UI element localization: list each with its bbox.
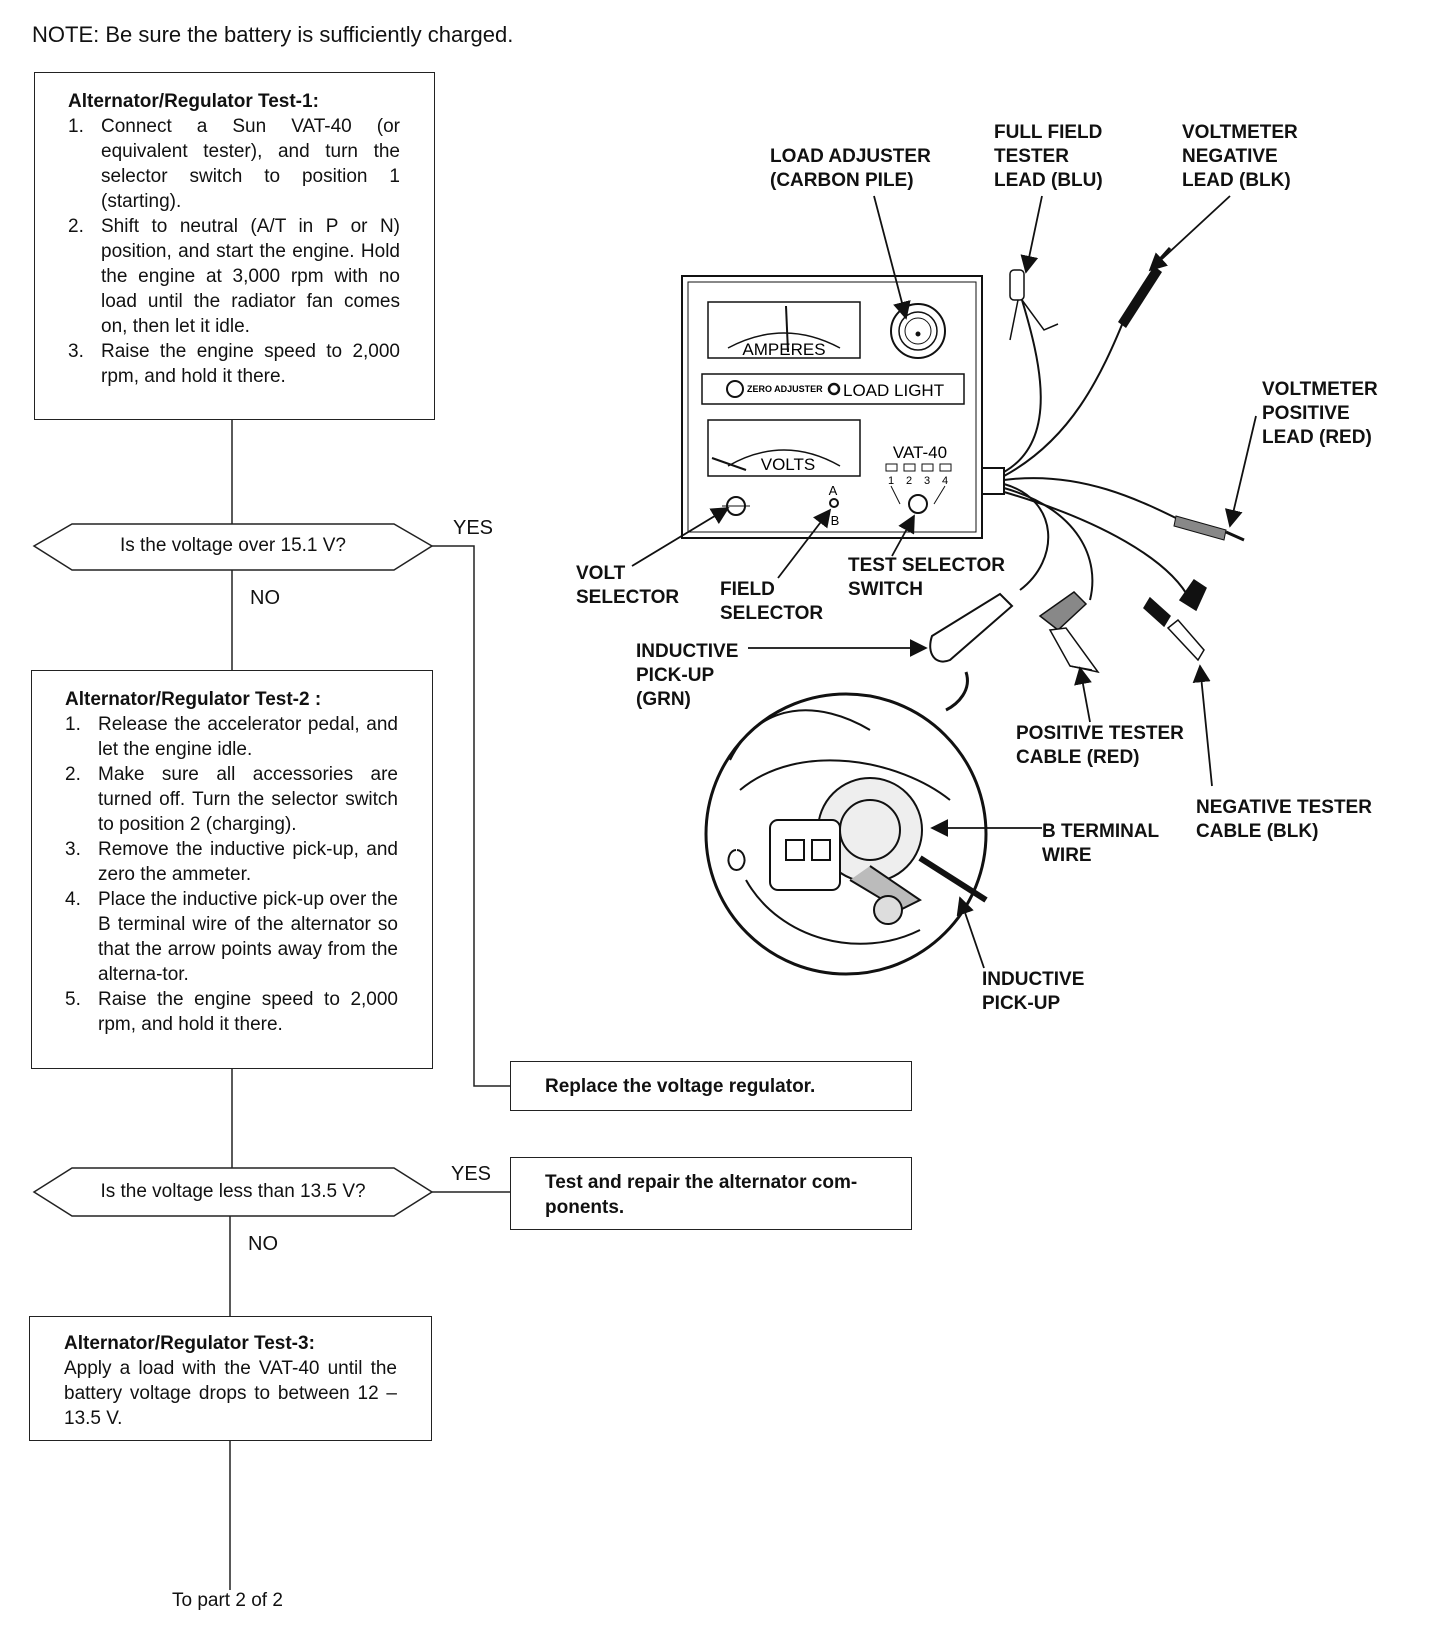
test-selector: VAT-40 1 2 3 4 (885, 443, 952, 514)
field-a-label: A (829, 483, 838, 498)
volt-neg-clip (1118, 247, 1172, 328)
field-selector-label: FIELD SELECTOR (720, 579, 824, 624)
test2-step: 3.Remove the inductive pick-up, and zero… (65, 839, 398, 885)
zero-adjuster-label: ZERO ADJUSTER (747, 384, 823, 394)
test1-box: Alternator/Regulator Test-1: 1.Connect a… (34, 72, 435, 420)
alternator-detail-inset (704, 671, 988, 976)
test2-title: Alternator/Regulator Test-2 : (65, 689, 322, 710)
test2-step: 2.Make sure all accessories are turned o… (65, 764, 398, 835)
load-adjuster-label: LOAD ADJUSTER (CARBON PILE) (770, 146, 931, 191)
positive-clamp (1038, 591, 1100, 674)
load-light-label: LOAD LIGHT (843, 381, 944, 400)
battery-note: NOTE: Be sure the battery is sufficientl… (32, 22, 514, 47)
volt-pos-lead-label: VOLTMETER POSITIVE LEAD (RED) (1262, 379, 1378, 448)
position-3: 3 (924, 475, 930, 487)
decision1-yes: YES (453, 517, 494, 539)
continuation-note: To part 2 of 2 (172, 1590, 283, 1611)
full-field-lead-label: FULL FIELD TESTER LEAD (BLU) (994, 122, 1103, 191)
model-label: VAT-40 (893, 443, 947, 462)
field-selector-switch: A B (829, 483, 840, 528)
test-selector-label: TEST SELECTOR SWITCH (848, 555, 1005, 600)
b-terminal-label: B TERMINAL WIRE (1042, 821, 1160, 866)
repair-alternator-box: Test and repair the alternator com-ponen… (510, 1157, 912, 1230)
negative-cable-label: NEGATIVE TESTER CABLE (BLK) (1196, 797, 1372, 842)
negative-clamp (1143, 578, 1207, 662)
position-1: 1 (888, 475, 894, 487)
volt-pos-clip (1173, 515, 1245, 542)
inductive-pickup-grn (929, 592, 1014, 663)
volt-selector-label: VOLT SELECTOR (576, 563, 680, 608)
ammeter: AMPERES (707, 301, 861, 359)
volt-selector-knob (722, 496, 750, 516)
replace-regulator-text: Replace the voltage regulator. (545, 1076, 816, 1097)
test3-title: Alternator/Regulator Test-3: (64, 1333, 315, 1354)
inductive-pickup-label: INDUCTIVE PICK-UP (982, 969, 1085, 1014)
decision2-yes: YES (451, 1163, 492, 1185)
volt-neg-lead-label: VOLTMETER NEGATIVE LEAD (BLK) (1182, 122, 1298, 191)
inductive-grn-label: INDUCTIVE PICK-UP (GRN) (636, 641, 739, 710)
zero-load-panel: ZERO ADJUSTER LOAD LIGHT (701, 373, 965, 405)
tester-cables (1003, 299, 1191, 601)
test1-title: Alternator/Regulator Test-1: (68, 91, 319, 112)
test3-text: Apply a load with the VAT-40 until the b… (64, 1358, 397, 1429)
decision2-no: NO (248, 1233, 278, 1255)
test2-step: 1.Release the accelerator pedal, and let… (65, 714, 398, 760)
cable-connector (981, 467, 1005, 495)
decision1-question: Is the voltage over 15.1 V? (119, 535, 347, 556)
field-b-label: B (831, 513, 840, 528)
test2-box: Alternator/Regulator Test-2 : 1.Release … (31, 670, 433, 1069)
replace-regulator-box: Replace the voltage regulator. (510, 1061, 912, 1111)
test1-step: 3.Raise the engine speed to 2,000 rpm, a… (68, 341, 400, 387)
callout-arrows (631, 195, 1257, 969)
test3-box: Alternator/Regulator Test-3: Apply a loa… (29, 1316, 432, 1441)
position-2: 2 (906, 475, 912, 487)
full-field-lead-plug (1009, 269, 1059, 341)
test1-step: 1.Connect a Sun VAT-40 (or equivalent te… (68, 116, 400, 212)
ammeter-label: AMPERES (742, 340, 825, 359)
decision2-question: Is the voltage less than 13.5 V? (100, 1181, 366, 1202)
test2-step: 4.Place the inductive pick-up over the B… (65, 889, 398, 985)
position-4: 4 (942, 475, 948, 487)
voltmeter: VOLTS (707, 419, 861, 477)
voltmeter-label: VOLTS (761, 455, 815, 474)
decision1-no: NO (250, 587, 280, 609)
load-adjuster-knob (890, 303, 946, 359)
test2-step: 5.Raise the engine speed to 2,000 rpm, a… (65, 989, 398, 1035)
repair-alternator-text: Test and repair the alternator com-ponen… (545, 1172, 858, 1218)
positive-cable-label: POSITIVE TESTER CABLE (RED) (1016, 723, 1184, 768)
test1-step: 2.Shift to neutral (A/T in P or N) posit… (68, 216, 400, 337)
